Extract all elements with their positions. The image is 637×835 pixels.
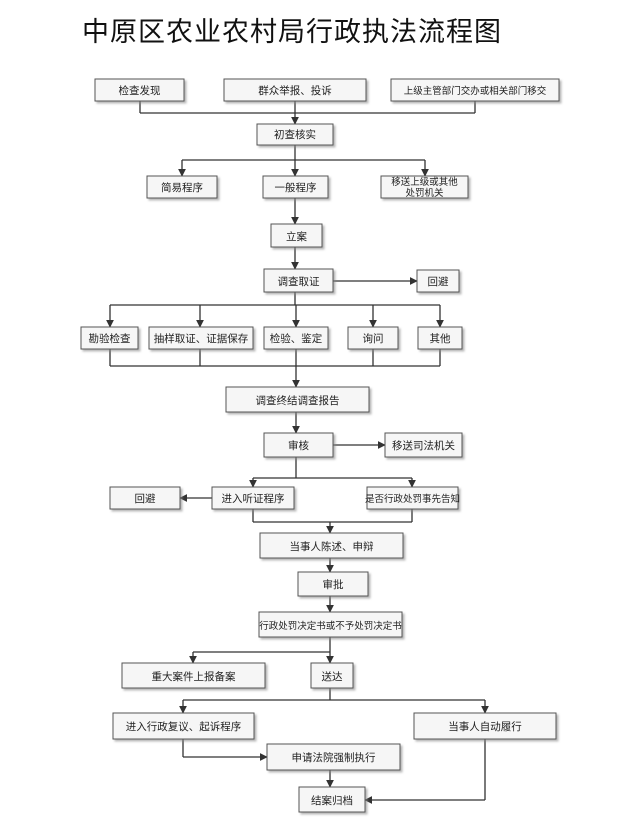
node-label: 审批 bbox=[323, 578, 344, 591]
node-label: 立案 bbox=[286, 230, 307, 243]
node-label: 勘验检查 bbox=[89, 332, 131, 345]
node-chenshu-shenbian: 当事人陈述、申辩 bbox=[259, 532, 404, 559]
node-jueding-shu: 行政处罚决定书或不予处罚决定书 bbox=[258, 611, 403, 638]
node-label: 抽样取证、证据保存 bbox=[154, 332, 249, 345]
node-label: 进入听证程序 bbox=[222, 492, 285, 505]
node-label: 送达 bbox=[322, 670, 343, 683]
node-label: 回避 bbox=[428, 275, 449, 288]
node-label: 群众举报、投诉 bbox=[258, 84, 332, 97]
node-label: 上级主管部门交办或相关部门移交 bbox=[404, 85, 547, 97]
node-label: 检查发现 bbox=[119, 84, 161, 97]
node-yisong-sifa: 移送司法机关 bbox=[384, 432, 463, 458]
node-label: 调查取证 bbox=[278, 275, 320, 288]
node-label: 移送司法机关 bbox=[392, 439, 455, 452]
node-huibi-2: 回避 bbox=[109, 486, 181, 510]
node-shenpi: 审批 bbox=[297, 571, 369, 597]
node-label: 其他 bbox=[430, 332, 451, 345]
node-qunzhong-jubao: 群众举报、投诉 bbox=[223, 78, 367, 102]
node-qita: 其他 bbox=[417, 326, 463, 350]
page-title: 中原区农业农村局行政执法流程图 bbox=[82, 17, 502, 48]
node-fuyi-susong: 进入行政复议、起诉程序 bbox=[112, 712, 255, 740]
node-jiean-guidang: 结案归档 bbox=[298, 786, 366, 813]
node-kanyan-jiancha: 勘验检查 bbox=[80, 326, 139, 350]
node-yisong-shangji: 移送上级或其他 处罚机关 bbox=[380, 175, 469, 199]
node-label: 简易程序 bbox=[161, 181, 203, 194]
node-huibi-1: 回避 bbox=[416, 269, 460, 293]
node-lian: 立案 bbox=[270, 223, 323, 248]
node-yiban-chengxu: 一般程序 bbox=[262, 175, 329, 199]
node-label: 初查核实 bbox=[274, 128, 316, 141]
node-diaocha-baogao: 调查终结调查报告 bbox=[225, 386, 370, 413]
node-jianyi-chengxu: 简易程序 bbox=[146, 175, 218, 199]
node-label: 重大案件上报备案 bbox=[152, 670, 236, 683]
node-label: 是否行政处罚事先告知 bbox=[365, 493, 460, 505]
node-diaocha-quzheng: 调查取证 bbox=[263, 268, 334, 293]
node-chucha-heshi: 初查核实 bbox=[256, 123, 334, 146]
node-label-line2: 处罚机关 bbox=[405, 187, 444, 199]
node-gaozhi: 是否行政处罚事先告知 bbox=[365, 486, 460, 510]
node-label: 结案归档 bbox=[311, 794, 353, 807]
node-shangji-jiaoban: 上级主管部门交办或相关部门移交 bbox=[390, 78, 560, 102]
node-xunwen: 询问 bbox=[347, 326, 399, 350]
node-label: 询问 bbox=[363, 332, 384, 345]
node-tingzheng: 进入听证程序 bbox=[211, 486, 295, 510]
node-label: 审核 bbox=[288, 439, 309, 452]
node-jianyan-jianding: 检验、鉴定 bbox=[263, 326, 329, 350]
node-label: 当事人自动履行 bbox=[448, 720, 522, 733]
node-label: 一般程序 bbox=[275, 181, 317, 194]
node-jiancha-faxian: 检查发现 bbox=[94, 78, 185, 102]
node-label-line1: 移送上级或其他 bbox=[391, 176, 458, 188]
connectors bbox=[106, 101, 489, 804]
node-label: 行政处罚决定书或不予处罚决定书 bbox=[259, 620, 402, 632]
node-label: 检验、鉴定 bbox=[270, 332, 323, 345]
node-zhongda-beian: 重大案件上报备案 bbox=[121, 662, 266, 689]
node-label: 进入行政复议、起诉程序 bbox=[126, 720, 242, 733]
node-songda: 送达 bbox=[310, 662, 354, 689]
node-label: 申请法院强制执行 bbox=[292, 751, 376, 764]
node-qiangzhi-zhixing: 申请法院强制执行 bbox=[266, 743, 401, 771]
node-shenhe: 审核 bbox=[263, 432, 334, 458]
node-label: 调查终结调查报告 bbox=[256, 394, 340, 407]
node-zidong-lvxing: 当事人自动履行 bbox=[413, 712, 557, 740]
node-label: 当事人陈述、申辩 bbox=[290, 540, 374, 553]
node-label: 回避 bbox=[135, 492, 156, 505]
node-chouyang-quzheng: 抽样取证、证据保存 bbox=[148, 326, 254, 350]
